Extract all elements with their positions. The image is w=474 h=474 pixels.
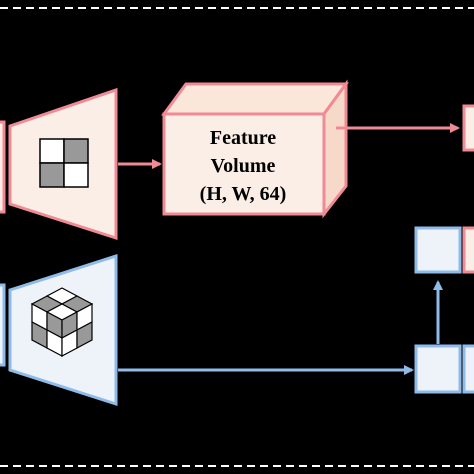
- left-blue-block-partial: [0, 283, 6, 367]
- right-pink-block-partial: [462, 104, 474, 152]
- feature-volume-cube: [161, 79, 349, 219]
- voxel-cube-icon: [30, 287, 94, 357]
- blue-node-lower-partial: [462, 344, 474, 394]
- grid-2d-icon: [39, 138, 89, 188]
- feature-volume-line1: Feature: [209, 127, 277, 149]
- pink-node-upper-partial: [462, 226, 474, 274]
- blue-node-upper: [414, 226, 462, 274]
- feature-volume-line2: Volume: [210, 155, 276, 177]
- left-pink-block-partial: [0, 120, 6, 214]
- blue-node-lower: [414, 344, 462, 394]
- feature-volume-label: Feature Volume (H, W, 64): [164, 118, 322, 214]
- feature-volume-line3: (H, W, 64): [199, 183, 287, 205]
